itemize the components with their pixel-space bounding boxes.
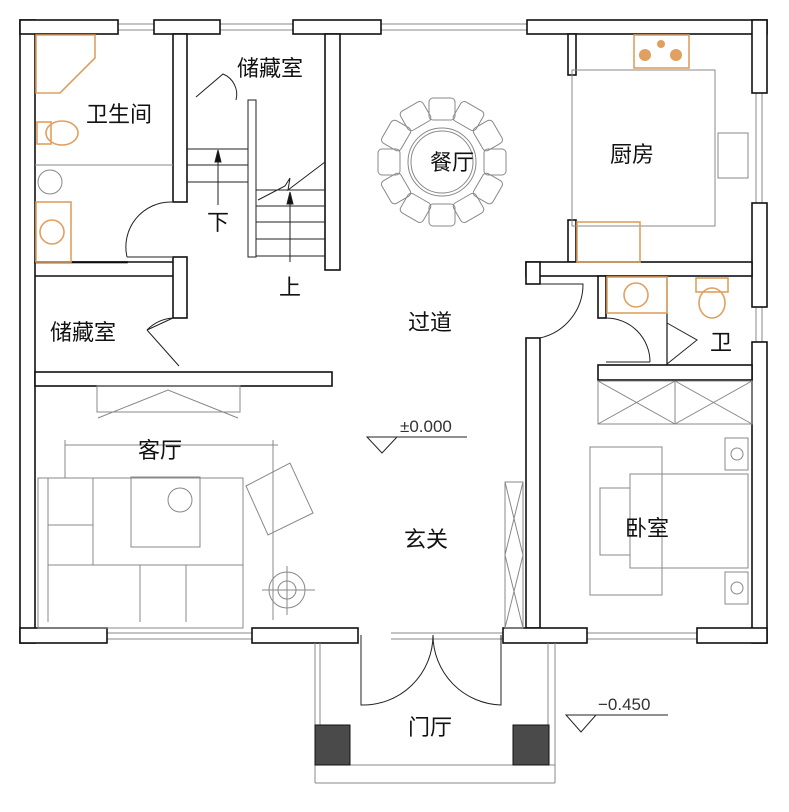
room-label-bedroom: 卧室 [625,517,669,542]
room-label-toilet: 卫 [710,331,732,356]
room-label-storage-top: 储藏室 [237,57,303,82]
kitchen-fixtures [571,34,749,263]
room-label-bathroom: 卫生间 [86,103,152,128]
porch [314,643,556,784]
level-marker-porch: −0.450 [564,695,668,733]
toilet-fixtures [606,276,729,319]
dining-chair [472,172,503,205]
dining-chair [428,203,456,227]
dining-table-top [410,130,474,194]
dining-chair [428,97,456,121]
dining-chair [452,192,485,223]
dining-chair [377,148,401,176]
dining-table-top [407,127,477,197]
pillar-left [314,724,351,766]
dining-chair [399,192,432,223]
dining-chair [381,119,412,152]
bathroom-fixtures [35,34,173,263]
room-label-corridor: 过道 [408,311,452,336]
walls [19,19,768,644]
shoe-cabinet [504,481,524,629]
dining-table [377,97,507,227]
staircase [187,99,326,262]
stair-down-label: 下 [207,211,229,236]
dining-chair [452,101,485,132]
level-marker-main: ±0.000 [365,417,467,454]
room-label-kitchen: 厨房 [610,143,654,168]
doors [125,73,698,706]
room-label-porch: 门厅 [408,716,452,741]
living-room-furniture [37,385,315,629]
room-label-storage-left: 储藏室 [50,321,116,346]
room-label-dining: 餐厅 [430,151,474,176]
svg-text:−0.450: −0.450 [598,695,650,714]
room-label-living: 客厅 [138,439,182,464]
dining-chair [381,172,412,205]
dining-chair [472,119,503,152]
dining-chair [483,148,507,176]
svg-text:±0.000: ±0.000 [400,417,452,436]
pillar-right [512,724,550,766]
stair-up-label: 上 [279,276,301,301]
room-label-foyer: 玄关 [404,528,448,553]
bedroom-furniture [589,380,753,605]
dining-chair [399,101,432,132]
